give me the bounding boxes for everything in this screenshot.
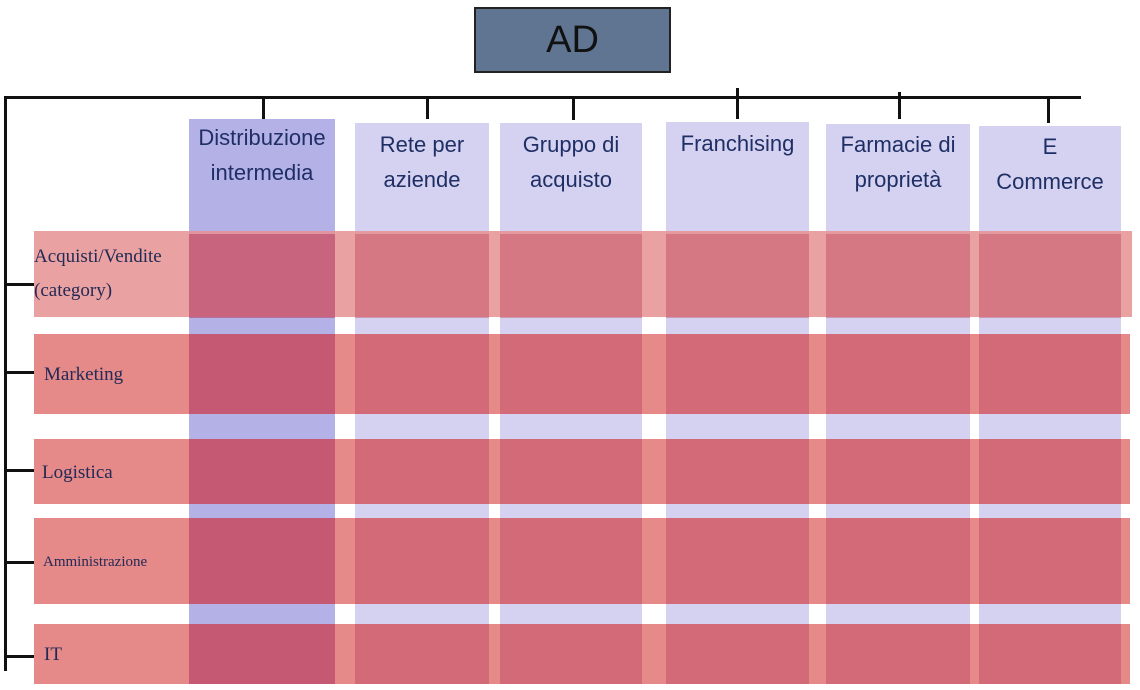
cell-it-distribuzione [189,624,335,684]
cell-acquisti-ecommerce [979,234,1121,318]
cell-amministrazione-rete [355,518,489,604]
column-label-gruppo: Gruppo di acquisto [522,132,620,192]
cell-acquisti-rete [355,234,489,318]
cell-amministrazione-farmacie [826,518,970,604]
cell-logistica-gruppo [500,439,642,504]
cell-acquisti-gruppo [500,234,642,318]
cell-it-gruppo [500,624,642,684]
connector-tick-it [4,655,34,658]
cell-logistica-franchising [666,439,809,504]
row-label-it: IT [44,644,62,665]
column-label-rete: Rete per aziende [379,132,465,192]
connector-drop-distribuzione [262,99,265,119]
cell-amministrazione-gruppo [500,518,642,604]
row-label-acquisti: Acquisti/Vendite (category) [34,246,162,301]
cell-logistica-rete [355,439,489,504]
cell-logistica-farmacie [826,439,970,504]
root-node-ad: AD [474,7,671,73]
connector-drop-farmacie [898,92,901,119]
cell-marketing-farmacie [826,334,970,414]
connector-drop-rete [426,99,429,119]
row-label-marketing: Marketing [44,364,124,385]
cell-logistica-ecommerce [979,439,1121,504]
column-label-distribuzione: Distribuzione intermedia [198,125,326,185]
cell-marketing-ecommerce [979,334,1121,414]
cell-it-ecommerce [979,624,1121,684]
cell-acquisti-distribuzione [189,234,335,318]
cell-marketing-rete [355,334,489,414]
cell-amministrazione-ecommerce [979,518,1121,604]
column-label-franchising: Franchising [680,131,795,156]
row-label-amministrazione: Amministrazione [43,554,148,570]
connector-left-vertical [4,96,7,671]
cell-marketing-franchising [666,334,809,414]
row-label-logistica: Logistica [42,462,113,483]
cell-it-franchising [666,624,809,684]
connector-top-horizontal [4,96,1081,99]
connector-drop-ecommerce [1047,99,1050,123]
column-label-ecommerce: E Commerce [996,134,1104,194]
connector-drop-franchising [736,99,739,119]
connector-tick-acquisti [4,283,34,286]
connector-root-stem [736,88,739,100]
connector-tick-logistica [4,469,34,472]
cell-acquisti-farmacie [826,234,970,318]
connector-tick-marketing [4,371,34,374]
root-node-label: AD [546,18,599,61]
column-label-farmacie: Farmacie di proprietà [840,132,956,192]
cell-amministrazione-distribuzione [189,518,335,604]
cell-marketing-distribuzione [189,334,335,414]
connector-drop-gruppo [572,99,575,120]
connector-tick-amministrazione [4,561,34,564]
cell-acquisti-franchising [666,234,809,318]
cell-it-farmacie [826,624,970,684]
cell-amministrazione-franchising [666,518,809,604]
cell-marketing-gruppo [500,334,642,414]
cell-it-rete [355,624,489,684]
cell-logistica-distribuzione [189,439,335,504]
